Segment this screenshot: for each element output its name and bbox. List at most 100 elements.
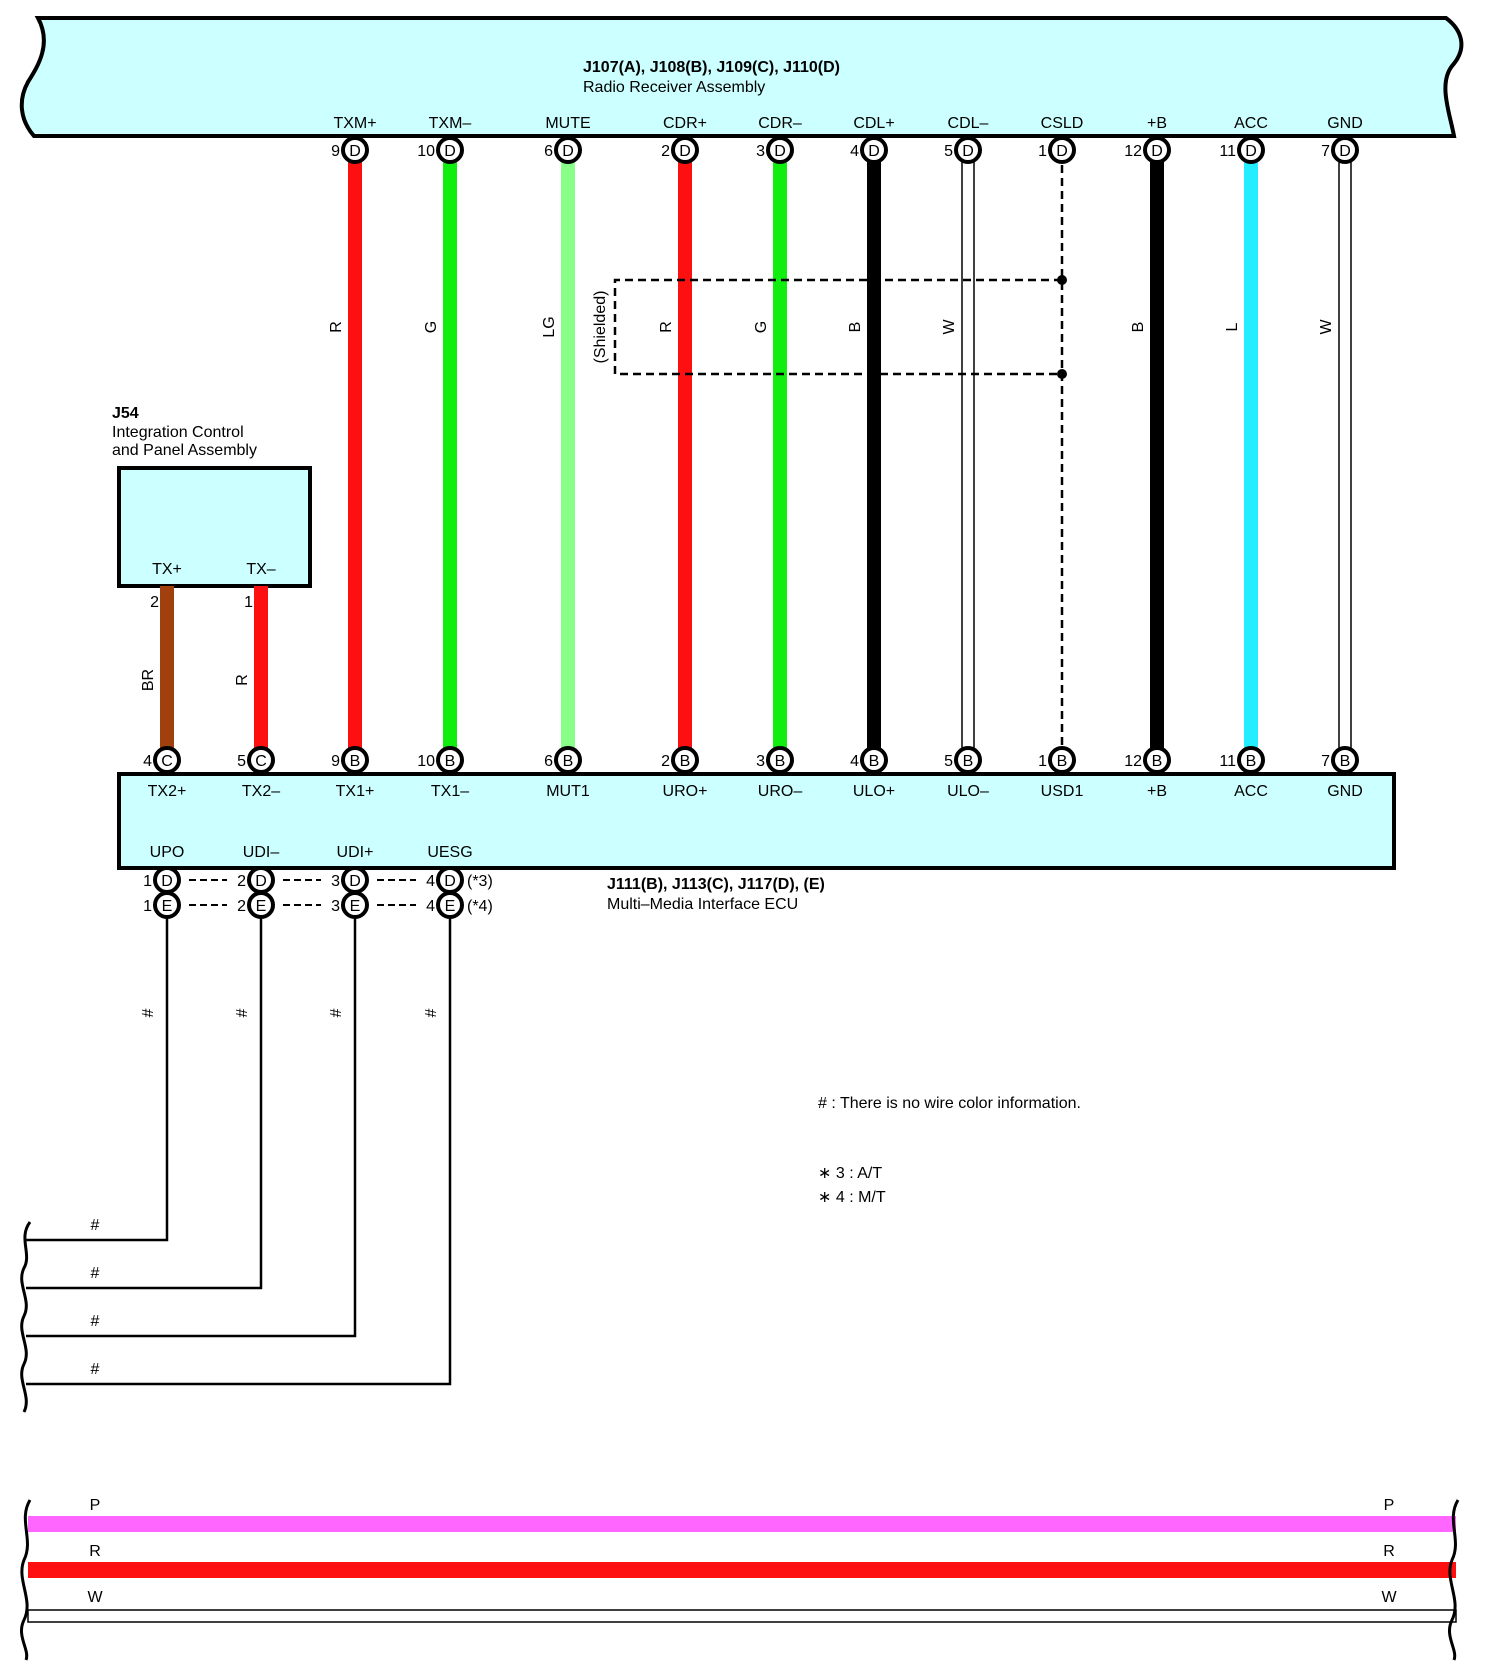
- pin-connector-letter: D: [1151, 143, 1163, 160]
- connector-pin: E2: [237, 891, 275, 919]
- wire: [1244, 152, 1258, 750]
- lower-wire: [26, 917, 169, 1242]
- pin-connector-letter: E: [445, 898, 456, 915]
- pin-number: 1: [143, 873, 152, 890]
- connector-pin: B10: [417, 746, 464, 774]
- pin-connector-letter: E: [162, 898, 173, 915]
- connector-pin: D3: [331, 866, 369, 894]
- wire-color-code: #: [91, 1265, 100, 1282]
- harness-break-left: [20, 1221, 32, 1413]
- connector-pin: B2: [661, 746, 699, 774]
- pin-connector-letter: B: [775, 753, 786, 770]
- pin-number: 12: [1124, 143, 1142, 160]
- ecu-pin-label: URO+: [663, 783, 708, 800]
- pin-ring: [1331, 136, 1359, 164]
- j54-name-line1: Integration Control: [112, 424, 244, 441]
- pin-ring: [671, 746, 699, 774]
- ecu-pin-label: TX1+: [336, 783, 375, 800]
- pin-connector-letter: D: [349, 143, 361, 160]
- j54-name-line2: and Panel Assembly: [112, 442, 257, 459]
- pin-number: 2: [661, 143, 670, 160]
- pin-connector-letter: B: [869, 753, 880, 770]
- pin-connector-letter: D: [444, 873, 456, 890]
- pin-number: 5: [944, 753, 953, 770]
- connector-pin: D10: [417, 136, 464, 164]
- ecu-pin-label: UDI–: [243, 844, 280, 861]
- connector-pin: E3: [331, 891, 369, 919]
- connector-pin: E4: [426, 891, 464, 919]
- pin-connector-letter: B: [1057, 753, 1068, 770]
- radio-pin-label: TXM+: [333, 115, 376, 132]
- wire-color-code: #: [140, 1008, 157, 1017]
- pin-number: 4: [143, 753, 152, 770]
- pin-number: 2: [661, 753, 670, 770]
- pin-connector-letter: B: [1246, 753, 1257, 770]
- pin-number: 5: [944, 143, 953, 160]
- wire-white: [961, 151, 975, 751]
- pin-number: 7: [1321, 143, 1330, 160]
- bus-color-code: R: [1383, 1543, 1395, 1560]
- wire: [348, 152, 362, 750]
- ecu-pin-label: UPO: [150, 844, 185, 861]
- hash-note: # : There is no wire color information.: [818, 1095, 1081, 1112]
- connector-pin: D7: [1321, 136, 1359, 164]
- bus-wire: [28, 1562, 1456, 1578]
- wire: [867, 152, 881, 750]
- shielded-label: (Shielded): [592, 291, 609, 364]
- ecu-pin-label: ACC: [1234, 783, 1268, 800]
- j54-pin-label: TX–: [246, 561, 275, 578]
- pin-ring: [954, 136, 982, 164]
- wire: [254, 586, 268, 750]
- ecu-pin-label: ULO+: [853, 783, 895, 800]
- wire: [561, 152, 575, 750]
- pin-ring: [153, 746, 181, 774]
- pin-number: 12: [1124, 753, 1142, 770]
- bus-color-code: W: [1381, 1589, 1397, 1606]
- connector-pin: C5: [237, 746, 275, 774]
- ecu-pin-label: TX2+: [148, 783, 187, 800]
- connector-pin: B3: [756, 746, 794, 774]
- pin-number: 4: [850, 753, 859, 770]
- ecu-pin-label: USD1: [1041, 783, 1084, 800]
- radio-pin-label: +B: [1147, 115, 1167, 132]
- j54-connector-id: J54: [112, 405, 139, 422]
- pin-number: 6: [544, 753, 553, 770]
- pin-connector-letter: D: [1339, 143, 1351, 160]
- wire-color-code: #: [91, 1313, 100, 1330]
- wire-color-code: B: [1130, 322, 1147, 333]
- radio-pin-label: GND: [1327, 115, 1363, 132]
- ecu-pin-label: URO–: [758, 783, 803, 800]
- radio-pin-label: CDR+: [663, 115, 707, 132]
- bus-break-left: [20, 1499, 32, 1661]
- j54-pin-number: 1: [244, 594, 253, 611]
- connector-pin: D2: [237, 866, 275, 894]
- pin-ring: [1048, 746, 1076, 774]
- radio-pin-label: TXM–: [429, 115, 472, 132]
- pin-number: 1: [1038, 143, 1047, 160]
- radio-pin-label: MUTE: [545, 115, 590, 132]
- pin-number: 3: [331, 898, 340, 915]
- connector-pin: D3: [756, 136, 794, 164]
- wire: [678, 152, 692, 750]
- pin-connector-letter: D: [1056, 143, 1068, 160]
- wire-color-code: #: [423, 1008, 440, 1017]
- pin-connector-letter: D: [444, 143, 456, 160]
- pin-ring: [860, 746, 888, 774]
- j54-box: [117, 466, 312, 588]
- wire: [773, 152, 787, 750]
- radio-pin-label: CDL+: [853, 115, 894, 132]
- variant-d-note: (*3): [467, 873, 493, 890]
- pin-ring: [860, 136, 888, 164]
- connector-pin: B6: [544, 746, 582, 774]
- pin-connector-letter: D: [562, 143, 574, 160]
- pin-ring: [436, 136, 464, 164]
- ecu-connector-ids: J111(B), J113(C), J117(D), (E): [607, 876, 825, 893]
- connector-pin: D9: [331, 136, 369, 164]
- pin-number: 6: [544, 143, 553, 160]
- pin-connector-letter: B: [963, 753, 974, 770]
- pin-ring: [1237, 136, 1265, 164]
- bus-break-right: [1448, 1499, 1460, 1661]
- pin-number: 2: [237, 898, 246, 915]
- pin-connector-letter: C: [255, 753, 267, 770]
